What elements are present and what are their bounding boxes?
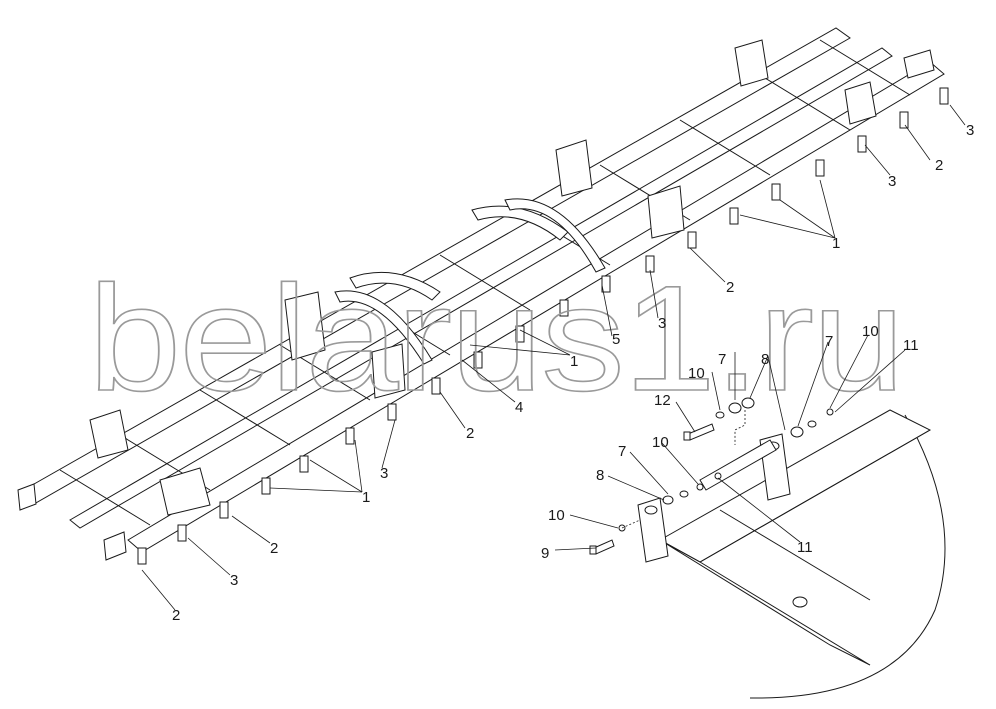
callout-label: 10 <box>548 507 565 524</box>
watermark-text: belarus1.ru <box>88 254 903 422</box>
bushing-icon <box>662 495 674 505</box>
callout-label: 3 <box>380 465 388 482</box>
washer-icon <box>807 420 817 428</box>
callout-label: 3 <box>888 173 896 190</box>
callout-label: 8 <box>761 351 769 368</box>
callout-numbers: 1 1 1 2 2 2 2 2 3 3 3 3 3 4 5 7 7 7 8 8 … <box>172 122 974 624</box>
callout-label: 10 <box>688 365 705 382</box>
callout-label: 12 <box>654 392 671 409</box>
washer-icon <box>715 411 725 419</box>
callout-label: 7 <box>825 333 833 350</box>
callout-label: 1 <box>832 235 840 252</box>
callout-label: 8 <box>596 467 604 484</box>
callout-label: 10 <box>652 434 669 451</box>
leader-lines <box>141 104 966 611</box>
callout-label: 2 <box>726 279 734 296</box>
callout-label: 3 <box>966 122 974 139</box>
callout-label: 10 <box>862 323 879 340</box>
mount-brackets <box>89 39 877 516</box>
callout-label: 3 <box>658 315 666 332</box>
arch-sections <box>334 198 606 365</box>
callout-label: 4 <box>515 399 523 416</box>
callout-label: 9 <box>541 545 549 562</box>
washer-icon <box>714 472 722 480</box>
callout-label: 1 <box>570 353 578 370</box>
callout-label: 2 <box>172 607 180 624</box>
bushing-icon <box>790 426 804 438</box>
callout-label: 2 <box>270 540 278 557</box>
implement-frame <box>17 27 949 565</box>
callout-label: 11 <box>903 337 919 354</box>
callout-label: 1 <box>362 489 370 506</box>
washer-icon <box>696 483 704 491</box>
washer-icon <box>826 408 834 416</box>
callout-label: 5 <box>612 331 620 348</box>
callout-label: 2 <box>466 425 474 442</box>
bolt-icon <box>683 423 715 441</box>
detail-inset <box>589 397 946 699</box>
bushing-icon <box>741 397 755 409</box>
callout-label: 7 <box>618 443 626 460</box>
callout-label: 3 <box>230 572 238 589</box>
callout-label: 2 <box>935 157 943 174</box>
bolt-icon <box>589 539 615 555</box>
bushing-icon <box>728 402 742 414</box>
callout-label: 7 <box>718 351 726 368</box>
callout-label: 11 <box>797 539 813 556</box>
washer-icon <box>679 490 689 498</box>
